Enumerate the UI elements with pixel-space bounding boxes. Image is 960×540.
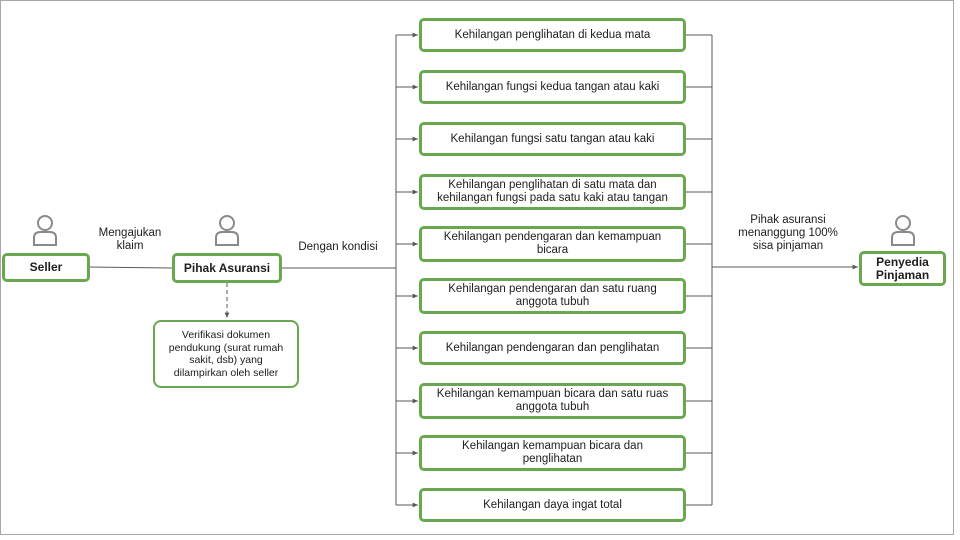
- insurer-box: Pihak Asuransi: [172, 253, 282, 283]
- insurer-person-icon: [215, 215, 239, 246]
- condition-text: Kehilangan pendengaran dan penglihatan: [445, 341, 660, 354]
- condition-text: Kehilangan kemampuan bicara dan satu rua…: [436, 388, 669, 413]
- condition-text: Kehilangan fungsi satu tangan atau kaki: [450, 132, 655, 145]
- condition-box: Kehilangan pendengaran dan satu ruang an…: [419, 278, 686, 314]
- verification-note-text: Verifikasi dokumen pendukung (surat ruma…: [168, 329, 284, 379]
- condition-box: Kehilangan daya ingat total: [419, 488, 686, 522]
- verification-note-box: Verifikasi dokumen pendukung (surat ruma…: [153, 320, 299, 388]
- seller-label: Seller: [29, 260, 63, 274]
- condition-text: Kehilangan penglihatan di kedua mata: [454, 28, 651, 41]
- condition-box: Kehilangan penglihatan di kedua mata: [419, 18, 686, 52]
- seller-box: Seller: [2, 253, 90, 282]
- lender-person-icon: [891, 215, 915, 246]
- condition-text: Kehilangan daya ingat total: [483, 498, 622, 511]
- lender-label: Penyedia Pinjaman: [875, 254, 930, 282]
- lender-box: Penyedia Pinjaman: [859, 251, 946, 286]
- seller-person-icon: [33, 215, 57, 246]
- seller-to-insurer-line: [89, 266, 173, 269]
- condition-box: Kehilangan kemampuan bicara dan pengliha…: [419, 435, 686, 471]
- condition-box: Kehilangan fungsi satu tangan atau kaki: [419, 122, 686, 156]
- condition-text: Kehilangan fungsi kedua tangan atau kaki: [445, 80, 660, 93]
- claim-edge-label: Mengajukan klaim: [98, 227, 162, 252]
- condition-text: Kehilangan penglihatan di satu mata dan …: [437, 179, 668, 204]
- insurer-label: Pihak Asuransi: [183, 260, 271, 275]
- coverage-edge-label: Pihak asuransi menanggung 100% sisa pinj…: [738, 214, 838, 252]
- condition-box: Kehilangan pendengaran dan penglihatan: [419, 331, 686, 365]
- condition-text: Kehilangan kemampuan bicara dan pengliha…: [462, 440, 643, 465]
- condition-box: Kehilangan penglihatan di satu mata dan …: [419, 174, 686, 210]
- condition-box: Kehilangan fungsi kedua tangan atau kaki: [419, 70, 686, 104]
- condition-text: Kehilangan pendengaran dan satu ruang an…: [448, 283, 657, 308]
- condition-box: Kehilangan pendengaran dan kemampuan bic…: [419, 226, 686, 262]
- condition-box: Kehilangan kemampuan bicara dan satu rua…: [419, 383, 686, 419]
- condition-edge-label: Dengan kondisi: [298, 241, 378, 253]
- condition-text: Kehilangan pendengaran dan kemampuan bic…: [443, 231, 662, 256]
